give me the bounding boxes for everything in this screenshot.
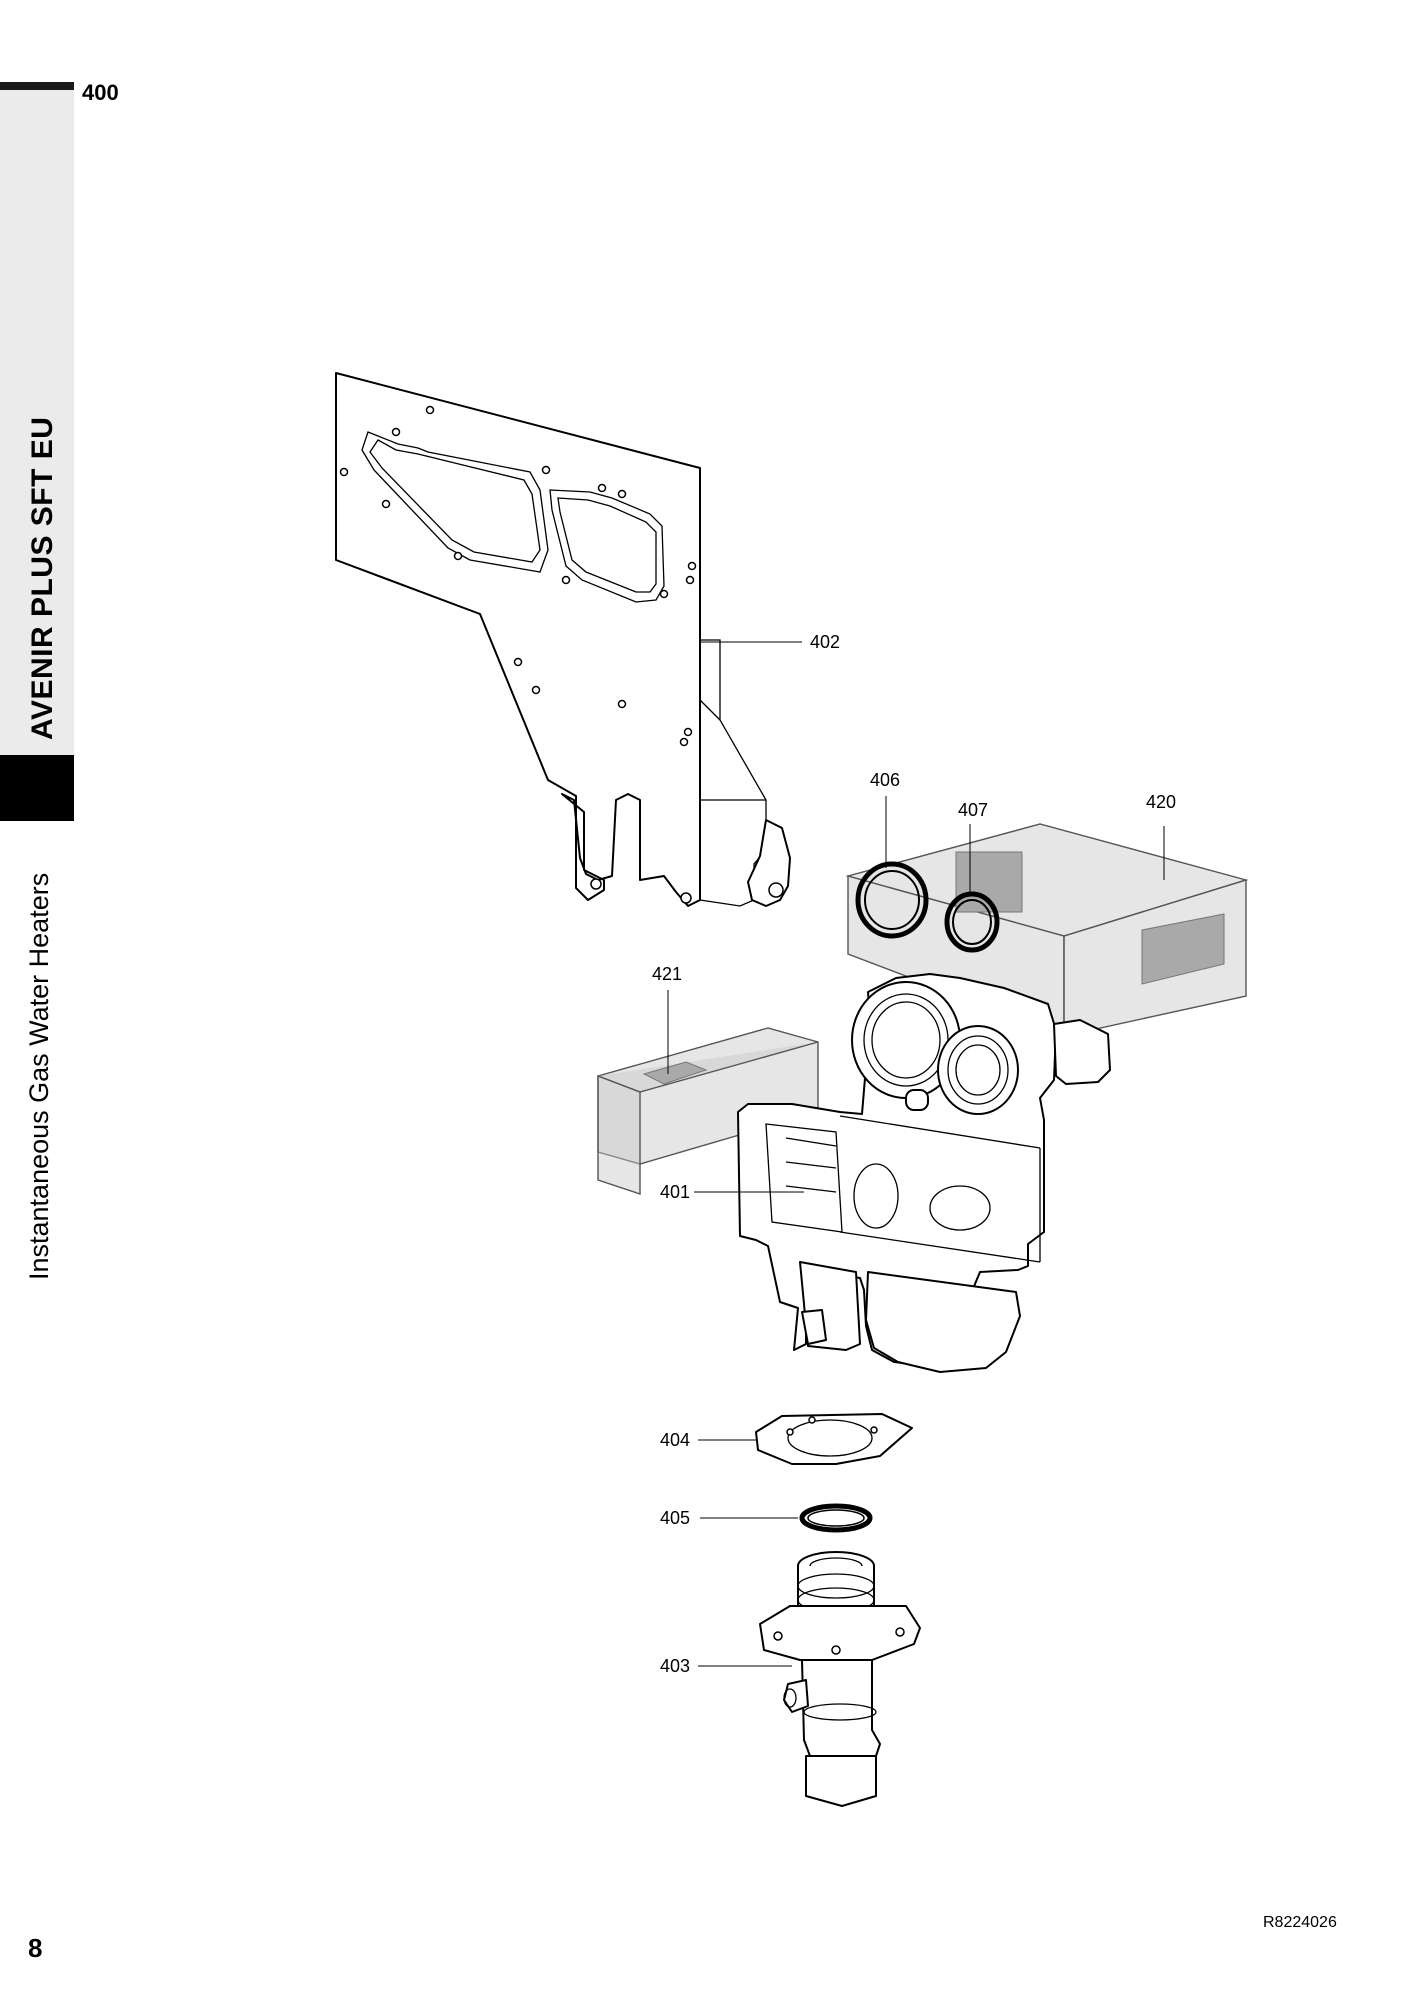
callout-402: 402 xyxy=(810,632,840,652)
callout-405: 405 xyxy=(660,1508,690,1528)
inlet-connector-403 xyxy=(759,1551,921,1807)
callout-403: 403 xyxy=(660,1656,690,1676)
page-number: 8 xyxy=(28,1933,43,1963)
callout-406: 406 xyxy=(870,770,900,790)
callout-420: 420 xyxy=(1146,792,1176,812)
callout-421: 421 xyxy=(652,964,682,984)
callout-401: 401 xyxy=(660,1182,690,1202)
side-top-rule xyxy=(0,82,74,90)
gas-valve-401 xyxy=(737,973,1111,1373)
callout-404: 404 xyxy=(660,1430,690,1450)
o-ring-406 xyxy=(855,861,929,939)
drawing-reference: R8224026 xyxy=(1263,1914,1337,1931)
callout-407: 407 xyxy=(958,800,988,820)
side-black-band xyxy=(0,755,74,821)
mounting-plate-402 xyxy=(335,372,791,907)
o-ring-405 xyxy=(799,1503,873,1533)
side-grey-band xyxy=(0,90,74,755)
section-number: 400 xyxy=(82,80,119,105)
gasket-404 xyxy=(755,1413,913,1465)
shield-421 xyxy=(597,1027,819,1195)
o-ring-407 xyxy=(944,891,1000,953)
